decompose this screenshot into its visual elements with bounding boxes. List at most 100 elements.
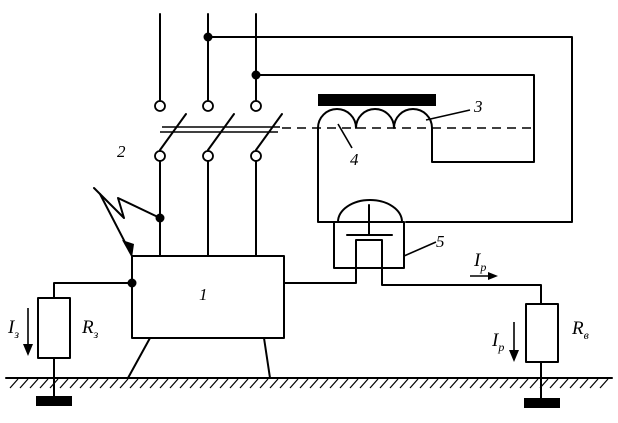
ground-hatch-stroke <box>179 378 189 389</box>
ground-hatch-stroke <box>379 378 389 389</box>
junction-dot-fault <box>155 213 165 223</box>
lower-terminal-1 <box>154 150 166 162</box>
ground-hatch-stroke <box>219 378 229 389</box>
ground-hatch-stroke <box>399 378 409 389</box>
ground-hatch-stroke <box>349 378 359 389</box>
phase-leads <box>159 160 257 257</box>
symbol-r-ground: Rз <box>81 317 99 341</box>
ground-hatch-stroke <box>589 378 599 389</box>
label-relay-5: 5 <box>436 232 445 251</box>
ground-hatch-stroke <box>339 378 349 389</box>
ground-hatch-stroke <box>19 378 29 389</box>
ground-hatch-stroke <box>139 378 149 389</box>
ground-hatch-stroke <box>429 378 439 389</box>
ground-hatch-stroke <box>109 378 119 389</box>
upper-terminals <box>154 100 262 112</box>
label-switch-2: 2 <box>117 142 126 161</box>
label-5-leader <box>403 241 437 257</box>
fault-zigzag-lower <box>99 193 129 249</box>
ground-hatch-stroke <box>359 378 369 389</box>
supply-lines <box>159 13 257 101</box>
ground-hatch-stroke <box>39 378 49 389</box>
ground-hatch-stroke <box>409 378 419 389</box>
ground-hatch-stroke <box>289 378 299 389</box>
label-3-leader <box>425 109 471 121</box>
ground-hatch-stroke <box>269 378 279 389</box>
current-arrow-ip2-head <box>509 350 519 362</box>
ground-hatch-stroke <box>479 378 489 389</box>
ground-hatch-stroke <box>569 378 579 389</box>
ground-hatch-stroke <box>329 378 339 389</box>
ground-surface <box>5 377 613 389</box>
relay-inner-contact <box>355 239 383 269</box>
wire-unit-to-relay <box>283 267 357 284</box>
equipment-unit-1 <box>131 255 285 339</box>
switch-blades <box>159 113 283 151</box>
ground-hatch-stroke <box>69 378 79 389</box>
ground-hatch-stroke <box>599 378 609 389</box>
ground-hatch-stroke <box>79 378 89 389</box>
ground-hatch-stroke <box>539 378 549 389</box>
current-arrow-iz-head <box>23 344 33 356</box>
ground-hatch-stroke <box>489 378 499 389</box>
trip-coil-windings <box>317 108 433 129</box>
ground-hatch-stroke <box>229 378 239 389</box>
ground-hatch-stroke <box>249 378 259 389</box>
upper-terminal-3 <box>250 100 262 112</box>
fault-arrow <box>93 187 161 258</box>
ground-hatch-stroke <box>509 378 519 389</box>
resistor-rv <box>525 303 559 363</box>
ground-hatch-stroke <box>169 378 179 389</box>
ground-hatch-stroke <box>199 378 209 389</box>
ground-hatch-stroke <box>439 378 449 389</box>
unit-foot-left <box>127 337 151 379</box>
ground-electrode-right <box>524 398 560 408</box>
ground-electrode-left <box>36 396 72 406</box>
symbol-i-p-vertical: Iр <box>491 330 504 354</box>
symbol-i-p-horizontal: Iр <box>473 250 486 274</box>
ground-hatch-stroke <box>279 378 289 389</box>
lower-terminal-3 <box>250 150 262 162</box>
ground-hatch-stroke <box>129 378 139 389</box>
ground-hatch-stroke <box>529 378 539 389</box>
ground-hatch-stroke <box>519 378 529 389</box>
trip-circuit-wires <box>203 32 573 223</box>
wire-relay-to-rv <box>381 267 542 305</box>
ground-hatch-stroke <box>9 378 19 389</box>
wire-to-ground-resistor <box>53 282 133 299</box>
ground-hatch-stroke <box>259 378 269 389</box>
ground-hatch-stroke <box>459 378 469 389</box>
ground-hatch-stroke <box>89 378 99 389</box>
symbol-r-v: Rв <box>571 318 589 342</box>
ground-hatch-stroke <box>29 378 39 389</box>
unit-foot-right <box>263 337 271 379</box>
ground-hatch-stroke <box>549 378 559 389</box>
symbol-i-ground: Iз <box>7 317 19 341</box>
ground-hatch-stroke <box>149 378 159 389</box>
ground-hatch-stroke <box>469 378 479 389</box>
upper-terminal-2 <box>202 100 214 112</box>
ground-hatch-stroke <box>419 378 429 389</box>
relay-arc <box>337 199 403 223</box>
fault-zigzag-upper <box>93 187 161 219</box>
current-arrow-ip-head <box>488 272 498 280</box>
ground-hatch-stroke <box>449 378 459 389</box>
ground-hatch-stroke <box>239 378 249 389</box>
ground-resistor-rz <box>37 297 71 359</box>
label-unit-1: 1 <box>199 285 208 304</box>
lower-terminals <box>154 150 262 162</box>
upper-terminal-1 <box>154 100 166 112</box>
ground-hatch-stroke <box>119 378 129 389</box>
ground-hatch-stroke <box>499 378 509 389</box>
ground-hatch-stroke <box>559 378 569 389</box>
ground-hatch-stroke <box>309 378 319 389</box>
ground-hatch-stroke <box>319 378 329 389</box>
ground-hatch-stroke <box>389 378 399 389</box>
wire-inner-loop <box>255 74 535 163</box>
relay-5 <box>333 199 437 269</box>
ground-hatching <box>9 378 609 389</box>
ground-hatch-stroke <box>579 378 589 389</box>
wire-coil-left <box>317 127 335 223</box>
